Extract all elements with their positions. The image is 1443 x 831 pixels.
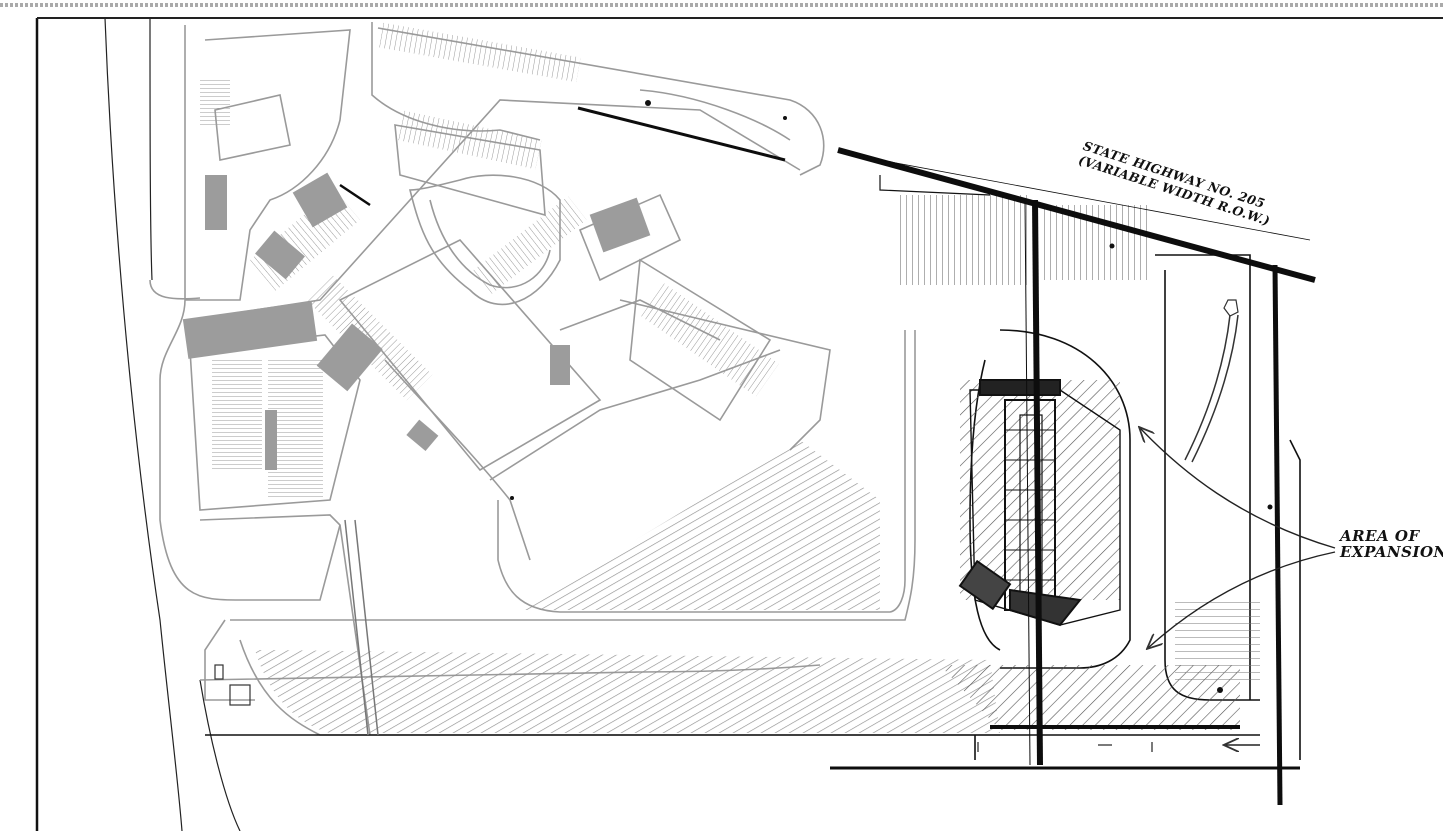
expansion-label: AREA OF EXPANSION bbox=[1340, 528, 1443, 560]
expansion-label-line2: EXPANSION bbox=[1340, 543, 1443, 561]
utility-strip bbox=[344, 519, 379, 736]
expansion-callout-arrows bbox=[1140, 428, 1336, 745]
heavy-linework bbox=[339, 106, 1316, 806]
west-road bbox=[104, 17, 241, 831]
existing-hatch bbox=[255, 440, 1000, 733]
north-drive-b bbox=[1191, 314, 1239, 463]
north-drive bbox=[1184, 314, 1231, 461]
existing-site bbox=[149, 22, 1000, 736]
existing-buildings bbox=[182, 172, 651, 470]
dimension-ticks bbox=[977, 742, 1153, 752]
expansion-label-line1: AREA OF bbox=[1340, 527, 1420, 545]
fixture-outlines bbox=[214, 299, 1239, 706]
proposed-building bbox=[958, 379, 1121, 627]
fixtures bbox=[510, 100, 1273, 693]
